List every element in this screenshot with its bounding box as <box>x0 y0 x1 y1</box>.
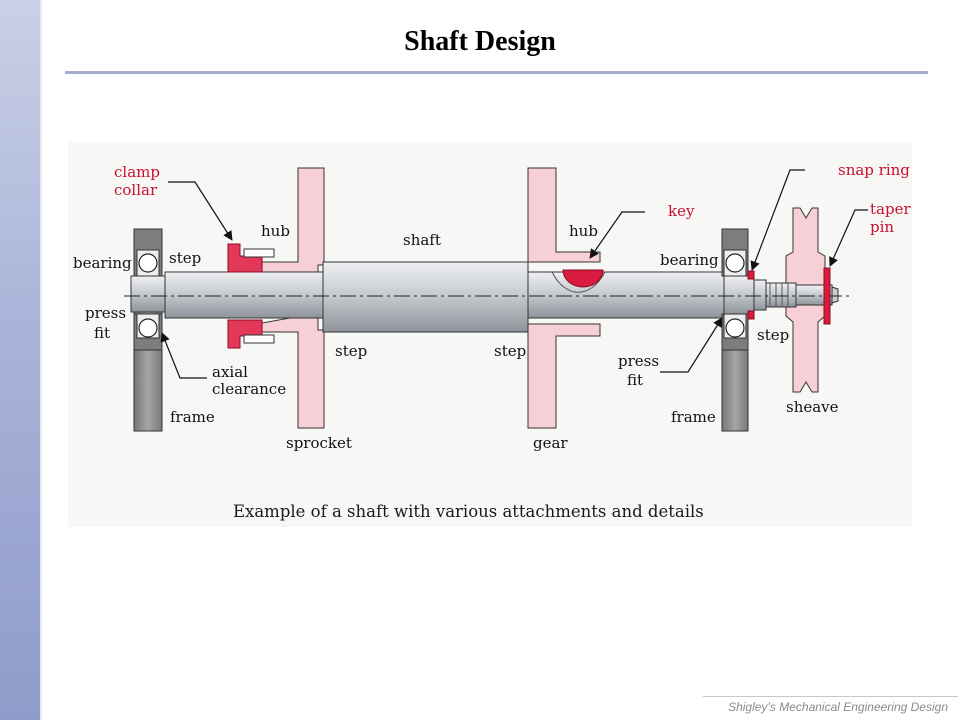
title-underline <box>65 71 928 74</box>
shaft <box>124 261 850 333</box>
label-press-fit-right-line1: press <box>618 352 659 370</box>
figure-panel <box>68 142 912 527</box>
snap-ring <box>747 270 755 320</box>
bearing-left <box>133 228 163 351</box>
label-clamp-collar-line2: collar <box>114 181 158 199</box>
label-frame-left: frame <box>170 408 215 426</box>
label-step-mid-left: step <box>335 342 367 360</box>
label-press-fit-left-line1: press <box>85 304 126 322</box>
label-hub-left: hub <box>261 222 290 240</box>
label-snap-ring: snap ring <box>838 161 910 179</box>
label-hub-right: hub <box>569 222 598 240</box>
label-bearing-right: bearing <box>660 251 719 269</box>
slide-side-bar-edge <box>40 0 42 720</box>
bearing-right <box>721 228 749 351</box>
figure-caption: Example of a shaft with various attachme… <box>233 502 704 521</box>
label-taper-pin-line2: pin <box>870 218 894 236</box>
footer-rule <box>703 696 958 697</box>
label-press-fit-right-line2: fit <box>627 371 643 389</box>
taper-pin <box>823 267 831 325</box>
label-sheave: sheave <box>786 398 839 416</box>
label-step-mid-right: step <box>494 342 526 360</box>
key <box>562 269 604 288</box>
label-clamp-collar-line1: clamp <box>114 163 160 181</box>
label-press-fit-left-line2: fit <box>94 324 110 342</box>
label-frame-right: frame <box>671 408 716 426</box>
leader-lines <box>160 169 868 379</box>
footer-text: Shigley’s Mechanical Engineering Design <box>728 700 948 714</box>
label-taper-pin-line1: taper <box>870 200 911 218</box>
label-step-left-top: step <box>169 249 201 267</box>
label-shaft: shaft <box>403 231 441 249</box>
label-sprocket: sprocket <box>286 434 352 452</box>
slide-side-bar <box>0 0 40 720</box>
label-step-right: step <box>757 326 789 344</box>
label-axial-clearance-line1: axial <box>212 363 248 381</box>
label-axial-clearance-line2: clearance <box>212 380 286 398</box>
slide-title: Shaft Design <box>404 26 556 57</box>
clamp-collar <box>227 243 275 349</box>
label-key: key <box>668 202 695 220</box>
label-bearing-left: bearing <box>73 254 132 272</box>
label-gear: gear <box>533 434 568 452</box>
